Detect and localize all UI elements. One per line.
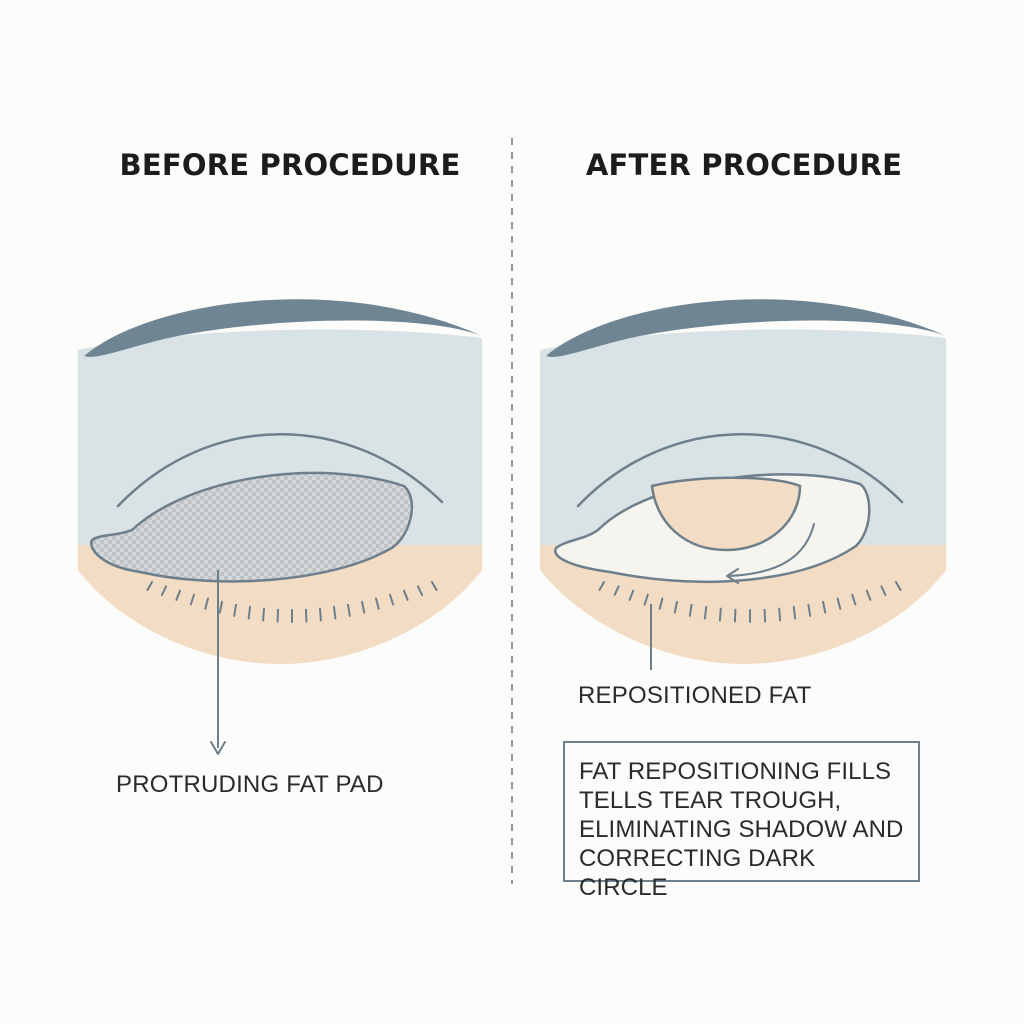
lash-stroke xyxy=(880,585,887,596)
lash-stroke xyxy=(865,589,872,601)
lash-stroke xyxy=(703,605,708,620)
lash-stroke xyxy=(375,597,380,610)
protruding-fat-pad-label: PROTRUDING FAT PAD xyxy=(116,771,384,798)
before-fat-pad xyxy=(90,471,414,583)
lash-stroke xyxy=(733,608,737,623)
lash-stroke xyxy=(822,600,827,614)
lash-stroke xyxy=(598,581,605,591)
after-lashes xyxy=(598,581,902,623)
curved-arrow-icon xyxy=(727,523,815,577)
lash-stroke xyxy=(628,589,635,601)
lash-stroke xyxy=(778,607,782,622)
lash-stroke xyxy=(673,600,678,614)
lash-stroke xyxy=(613,585,620,596)
after-title: AFTER PROCEDURE xyxy=(585,148,903,182)
lash-stroke xyxy=(807,603,812,617)
after-brow xyxy=(546,299,946,357)
lash-stroke xyxy=(643,593,649,606)
before-title: BEFORE PROCEDURE xyxy=(119,148,461,182)
lash-stroke xyxy=(204,597,209,610)
lash-stroke xyxy=(417,585,424,596)
lash-stroke xyxy=(247,605,251,620)
lash-stroke xyxy=(319,607,322,622)
lash-stroke xyxy=(792,605,797,620)
lash-stroke xyxy=(347,603,351,617)
lash-stroke xyxy=(189,593,195,606)
down-arrow-icon xyxy=(210,741,226,755)
note-line: TELLS TEAR TROUGH, xyxy=(579,787,842,814)
lash-stroke xyxy=(658,597,664,610)
lash-stroke xyxy=(688,603,693,617)
lash-stroke xyxy=(389,593,395,606)
lash-stroke xyxy=(431,581,438,591)
lash-stroke xyxy=(851,593,857,606)
after-lid-crease xyxy=(576,433,904,508)
note-line: FAT REPOSITIONING FILLS xyxy=(579,758,892,785)
lash-stroke xyxy=(175,589,181,601)
repositioned-fat-label: REPOSITIONED FAT xyxy=(578,682,812,709)
before-lashes xyxy=(146,581,438,623)
lash-stroke xyxy=(895,581,902,591)
lash-stroke xyxy=(718,607,722,622)
after-eye-illustration xyxy=(540,299,946,670)
note-line: CORRECTING DARK CIRCLE xyxy=(579,845,816,901)
before-eye-illustration xyxy=(78,299,482,755)
lash-stroke xyxy=(361,600,366,614)
lash-stroke xyxy=(160,585,167,596)
lash-stroke xyxy=(763,608,767,623)
explanation-note-box: FAT REPOSITIONING FILLS TELLS TEAR TROUG… xyxy=(563,741,920,901)
lash-stroke xyxy=(403,589,409,601)
curved-arrow-head xyxy=(726,568,739,584)
after-iris xyxy=(650,476,802,552)
lash-stroke xyxy=(262,607,265,622)
lash-stroke xyxy=(233,603,237,617)
before-lid-crease xyxy=(116,433,444,508)
lash-stroke xyxy=(836,597,842,610)
lash-stroke xyxy=(146,581,153,591)
before-brow xyxy=(84,299,482,357)
lash-stroke xyxy=(218,600,223,614)
lash-stroke xyxy=(333,605,337,620)
note-line: ELIMINATING SHADOW AND xyxy=(579,816,904,843)
